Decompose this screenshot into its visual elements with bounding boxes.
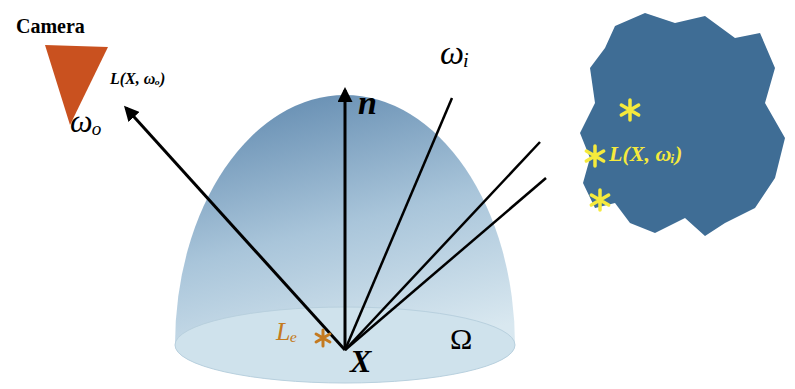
camera-node: Camera	[10, 5, 122, 130]
incoming-ray	[345, 178, 546, 350]
camera-label: Camera	[16, 15, 85, 37]
normal-arrow	[344, 90, 347, 350]
node-shape	[575, 8, 790, 238]
emission-star	[316, 330, 330, 346]
outgoing-arrow	[126, 108, 345, 350]
emission-label: Lₑ	[276, 318, 297, 347]
incoming-ray	[345, 142, 540, 350]
hemisphere-label: Ω	[450, 322, 472, 355]
radiance-label: L(X, ωᵢ)	[609, 142, 682, 166]
outgoing-radiance-label: L(X, ωₒ)	[110, 70, 165, 88]
light-star	[591, 190, 608, 210]
light-source-blob	[580, 13, 785, 236]
incoming-ray	[345, 98, 452, 350]
light-star	[621, 100, 638, 120]
normal-label: n	[358, 84, 377, 121]
outgoing-direction-label: ωₒ	[70, 104, 102, 139]
incoming-direction-label: ωᵢ	[440, 34, 469, 71]
light-star	[586, 146, 603, 166]
point-label: X	[350, 344, 371, 379]
light-source-node: L(X, ωᵢ)	[575, 8, 790, 238]
